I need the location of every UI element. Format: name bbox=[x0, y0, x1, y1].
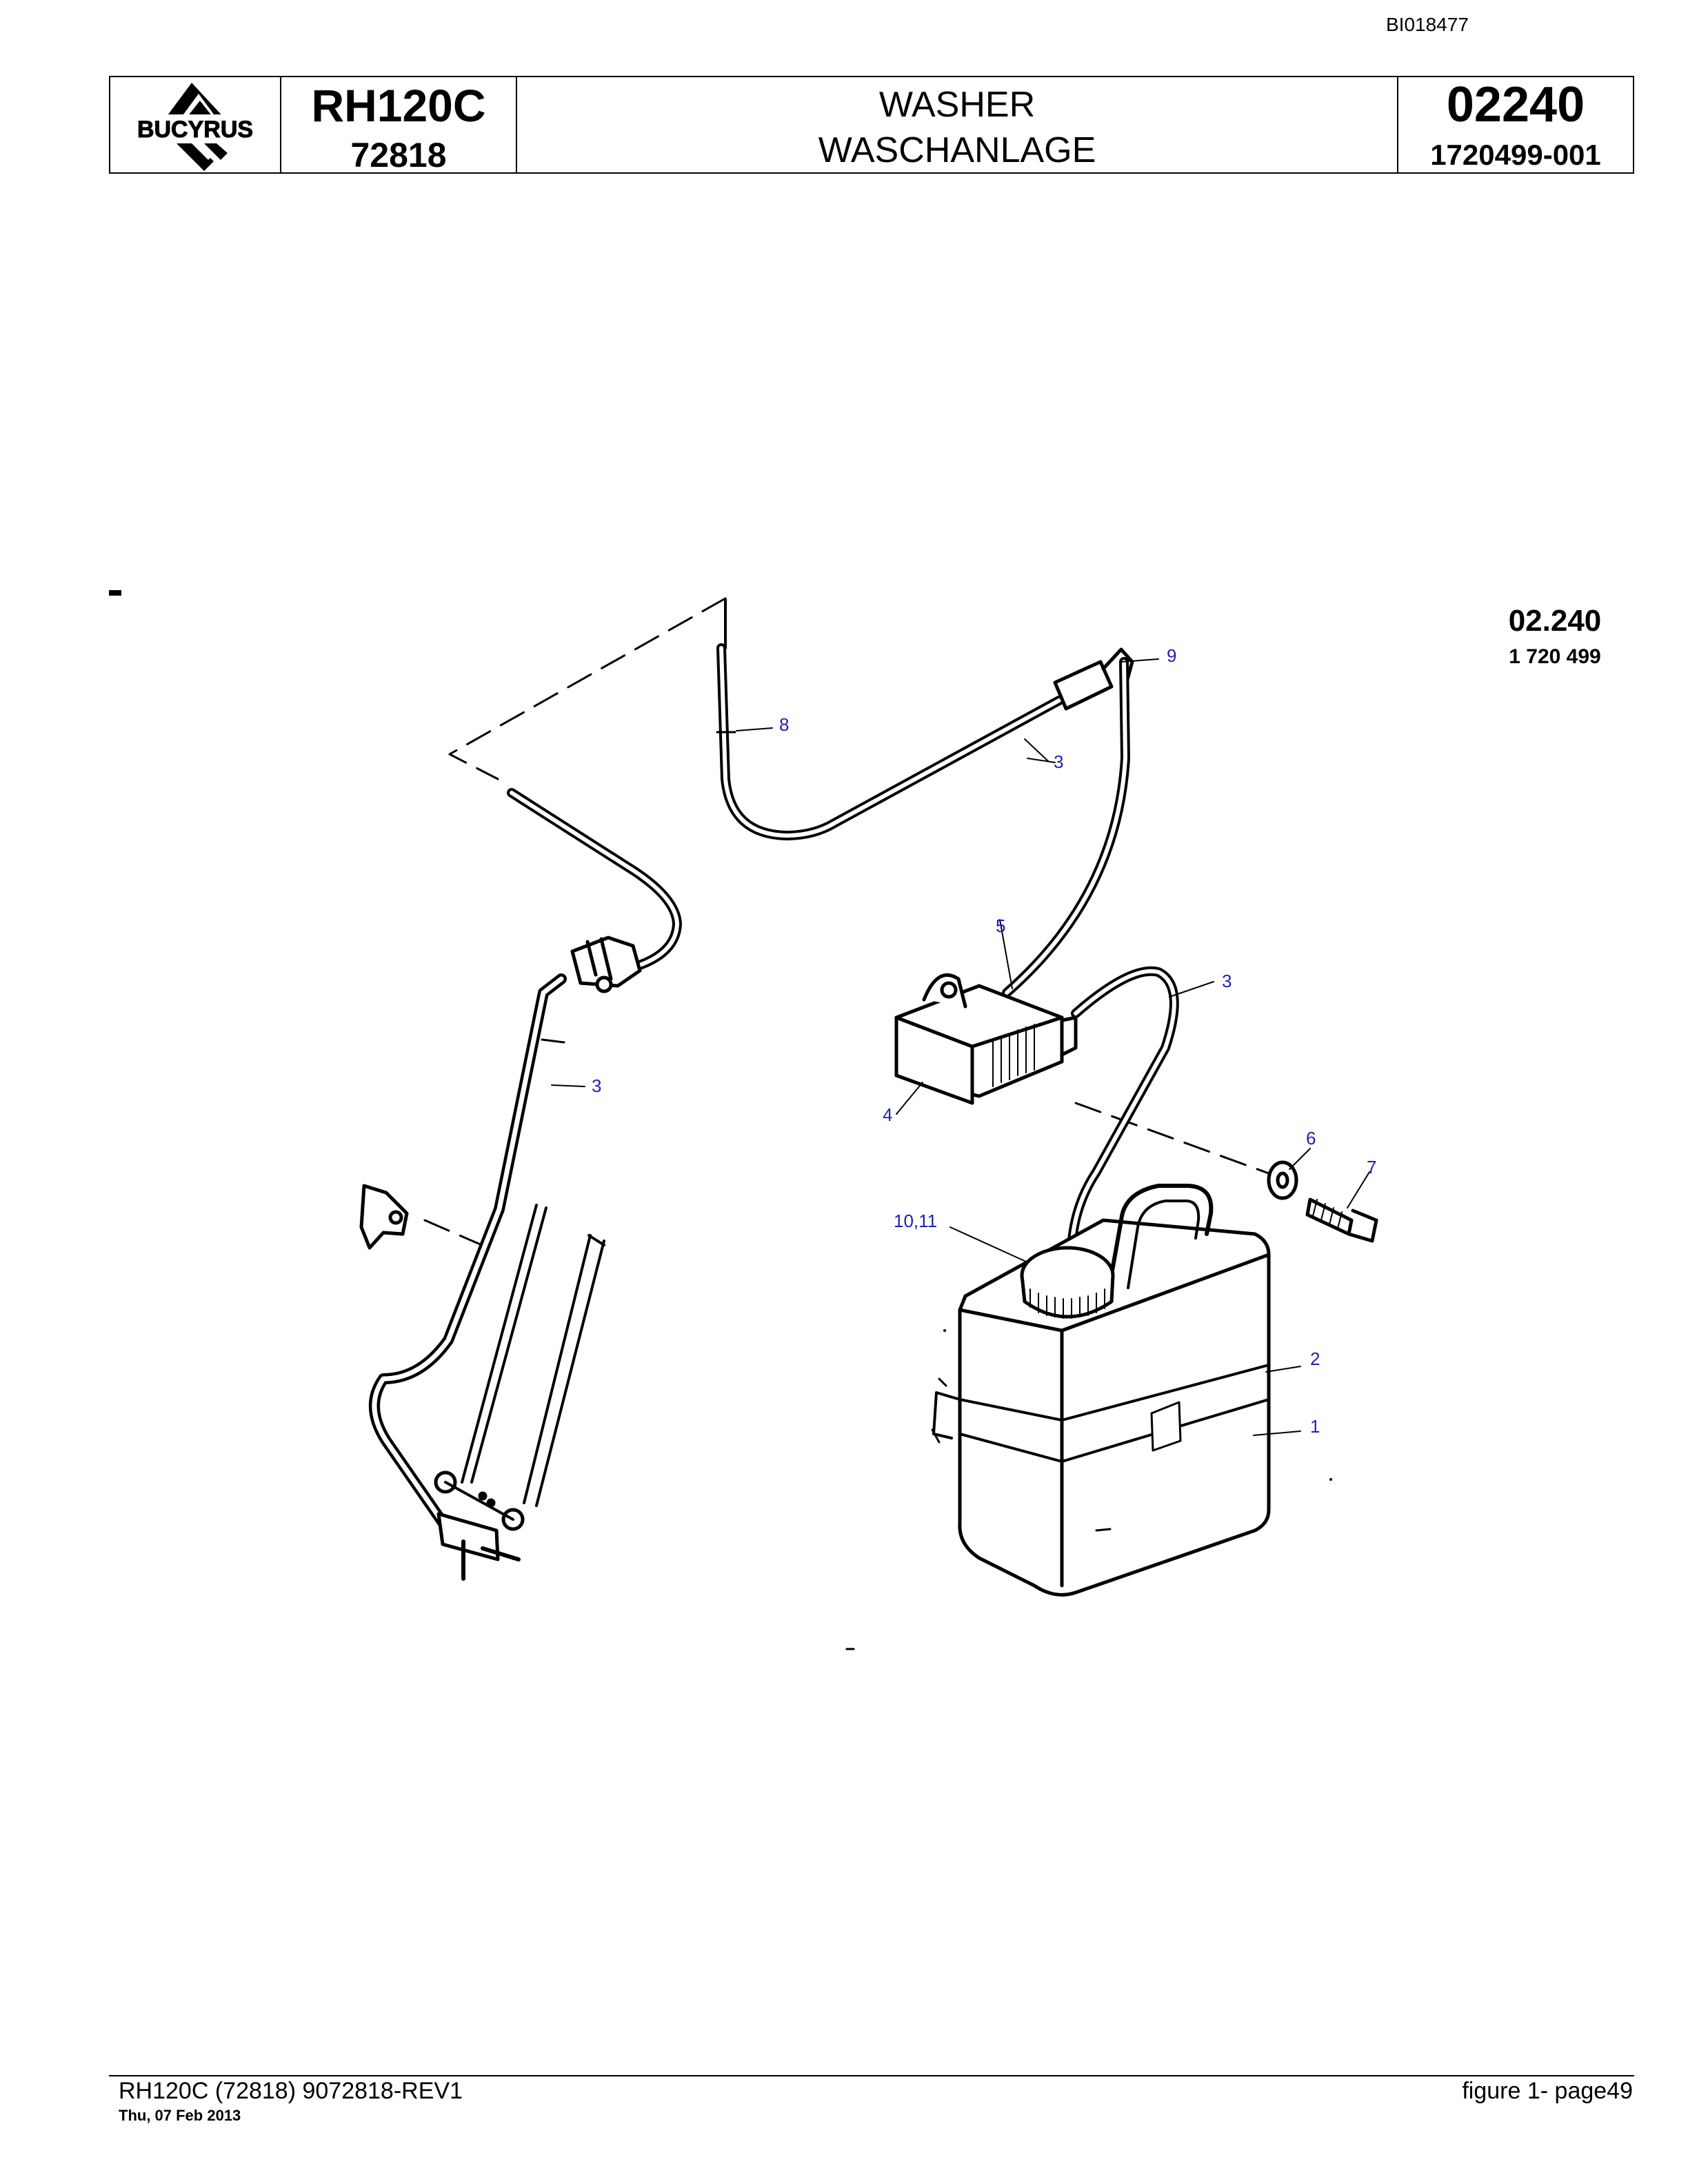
bucyrus-logo: BUCYRUS bbox=[123, 83, 268, 171]
logo-text: BUCYRUS bbox=[137, 117, 253, 143]
washer-pump bbox=[894, 973, 1078, 1105]
margin-mark bbox=[109, 590, 121, 596]
callout-7: 7 bbox=[1367, 1157, 1377, 1177]
callout-3: 3 bbox=[1054, 751, 1064, 772]
footer-page: figure 1- page49 bbox=[1462, 2078, 1633, 2104]
logo-cell: BUCYRUS bbox=[110, 77, 281, 172]
hose-to-tank bbox=[1066, 966, 1179, 1273]
drawing-stamp-part: 1 720 499 bbox=[1509, 645, 1601, 668]
callout-3: 3 bbox=[592, 1075, 602, 1096]
footer-rule bbox=[109, 2075, 1634, 2076]
wiper-arm bbox=[434, 1204, 605, 1581]
callout-6: 6 bbox=[1306, 1128, 1316, 1149]
model-name: RH120C bbox=[311, 80, 486, 131]
hose-upper bbox=[716, 598, 1064, 840]
part-number: 1720499-001 bbox=[1430, 139, 1601, 171]
callout-9: 9 bbox=[1167, 645, 1177, 666]
hose-clip bbox=[359, 1184, 409, 1250]
callout-5: 5 bbox=[996, 916, 1006, 936]
title-german: WASCHANLAGE bbox=[818, 130, 1096, 170]
model-cell: RH120C 72818 bbox=[281, 77, 517, 172]
callout-1: 1 bbox=[1310, 1416, 1320, 1437]
hose-to-pump bbox=[1002, 657, 1130, 998]
callout-leaders bbox=[551, 658, 1370, 1436]
callout-2: 2 bbox=[1310, 1348, 1320, 1369]
footer-date: Thu, 07 Feb 2013 bbox=[119, 2107, 241, 2124]
callout-8: 8 bbox=[779, 714, 790, 735]
dashed-reference-lines bbox=[423, 597, 1270, 1249]
washer-and-screw bbox=[1267, 1160, 1378, 1243]
title-cell: WASHER WASCHANLAGE bbox=[517, 77, 1398, 172]
callout-4: 4 bbox=[883, 1104, 893, 1125]
document-id: BI018477 bbox=[1386, 14, 1469, 35]
serial-number: 72818 bbox=[350, 136, 447, 174]
number-cell: 02240 1720499-001 bbox=[1398, 77, 1633, 172]
callout-10-11: 10,11 bbox=[894, 1211, 938, 1231]
section-number: 02240 bbox=[1446, 77, 1585, 132]
hose-connector bbox=[570, 936, 642, 993]
hose-left bbox=[368, 788, 682, 1532]
washer-tank bbox=[931, 1184, 1271, 1597]
title-block: BUCYRUS RH120C 72818 WASHER WASCHANLAGE … bbox=[109, 76, 1634, 174]
drawing-stamp-number: 02.240 bbox=[1508, 604, 1602, 638]
title-english: WASHER bbox=[878, 85, 1036, 125]
footer-document-ref: RH120C (72818) 9072818-REV1 bbox=[119, 2078, 463, 2104]
callout-3: 3 bbox=[1222, 971, 1232, 991]
